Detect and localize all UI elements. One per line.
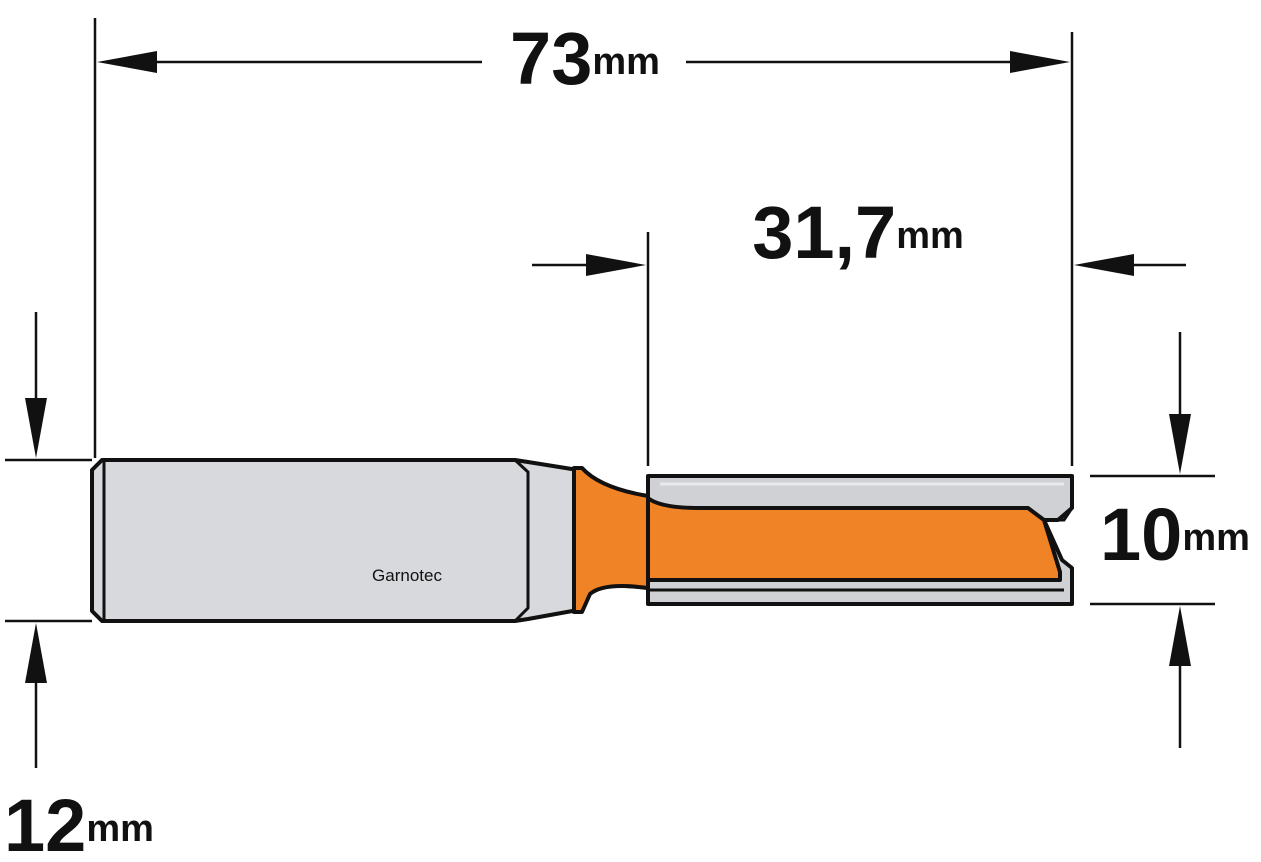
extension-lines: [5, 18, 1215, 623]
arrow-right-icon: [586, 254, 646, 276]
cutting-diameter-dimension: 10mm: [1100, 332, 1250, 748]
arrow-up-icon: [1169, 606, 1191, 666]
arrow-down-icon: [25, 398, 47, 458]
router-bit: Garnotec: [90, 458, 1074, 623]
arrow-up-icon: [25, 623, 47, 683]
cutter-tip: [1044, 507, 1074, 522]
bit-flute: [646, 496, 1062, 582]
shank-diameter-label: 12mm: [4, 784, 154, 862]
brand-label: Garnotec: [372, 566, 442, 585]
arrow-left-icon: [1074, 254, 1134, 276]
arrow-down-icon: [1169, 414, 1191, 474]
arrow-left-icon: [97, 51, 157, 73]
bit-shank: [90, 458, 580, 623]
cutting-length-dimension: 31,7mm: [532, 191, 1186, 276]
cutting-diameter-label: 10mm: [1100, 493, 1250, 576]
bit-collar: [572, 466, 650, 614]
cutting-length-label: 31,7mm: [752, 191, 964, 274]
shank-taper: [513, 458, 530, 623]
arrow-right-icon: [1010, 51, 1070, 73]
total-length-dimension: 73mm: [97, 17, 1070, 100]
shank-diameter-dimension: 12mm: [4, 312, 154, 862]
total-length-label: 73mm: [510, 17, 660, 100]
